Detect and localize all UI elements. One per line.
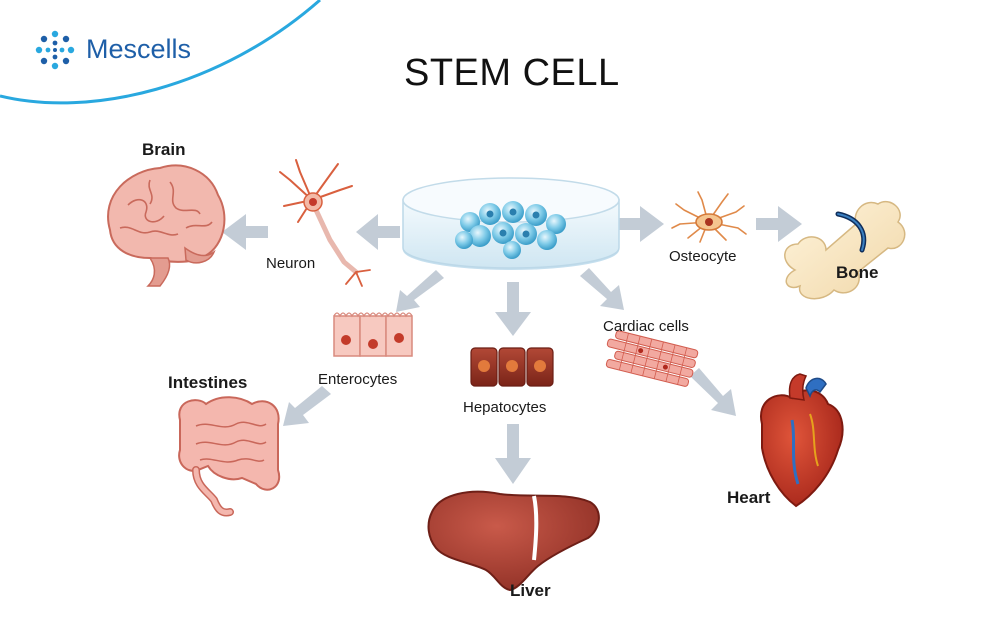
brain-icon [107,164,226,287]
diagram-title: STEM CELL [404,52,620,94]
arrow-to-cardiac [580,268,624,310]
cardiac-cells-icon [605,330,699,387]
enterocytes-icon [333,312,413,357]
arrow-to-bone [756,206,802,242]
label-bone: Bone [836,263,879,282]
label-enterocytes: Enterocytes [318,371,398,388]
arrow-to-intestines [283,386,331,426]
arrow-to-enterocytes [396,270,444,312]
label-hepatocytes: Hepatocytes [463,399,547,416]
hepatocytes-icon [470,347,554,387]
arrow-to-hepatocytes [495,282,531,336]
label-brain: Brain [142,140,186,159]
mescells-dots-logo-icon [35,30,75,70]
heart-icon [759,373,844,508]
brand-name: Mescells [86,34,192,64]
header-curves [0,0,321,105]
arrow-to-liver [495,424,531,484]
label-liver: Liver [510,581,551,600]
bone-icon [784,201,906,300]
arrow-to-osteocyte [618,206,664,242]
liver-icon [427,490,600,592]
neuron-icon [279,159,371,287]
label-cardiac-cells: Cardiac cells [603,318,689,335]
label-intestines: Intestines [168,373,248,392]
arrow-to-heart [690,368,736,416]
arrows [222,206,802,484]
arrow-to-neuron [356,214,400,250]
label-heart: Heart [727,488,771,507]
osteocyte-icon [671,191,747,243]
label-osteocyte: Osteocyte [669,248,737,265]
intestines-icon [178,396,281,517]
label-neuron: Neuron [266,255,316,272]
petri-dish-icon [402,177,620,270]
stem-cells-cluster [455,201,566,259]
arrow-to-brain [222,214,268,250]
